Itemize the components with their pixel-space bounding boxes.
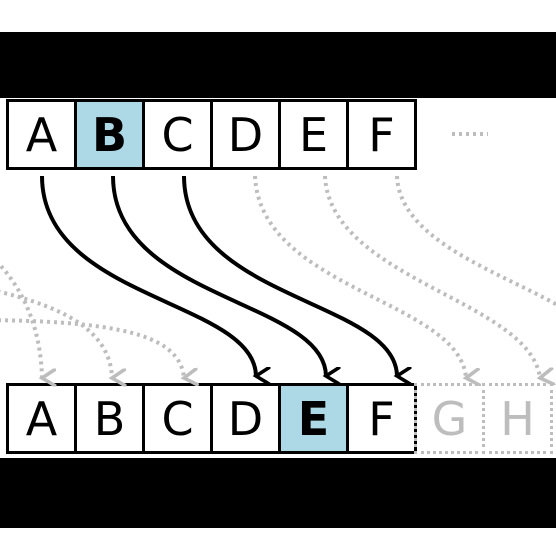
ciphertext-cell-e: E (278, 383, 349, 454)
ciphertext-ghost-cell-h: H (482, 383, 553, 454)
ciphertext-cell-b: B (74, 383, 145, 454)
arrow-down-icon (111, 175, 326, 376)
dotted-arrow-icon (0, 318, 184, 378)
dotted-arrow-icon (0, 262, 42, 378)
plaintext-cell-c: C (142, 99, 213, 170)
top-black-band (0, 32, 556, 98)
ciphertext-row: A B C D E F G H (6, 383, 553, 454)
plaintext-cell-e: E (278, 99, 349, 170)
plaintext-row: A B C D E F (6, 99, 417, 170)
dotted-arrow-icon (0, 289, 112, 378)
ciphertext-cell-c: C (142, 383, 213, 454)
plaintext-cell-d: D (210, 99, 281, 170)
ciphertext-ghost-cell-g: G (414, 383, 485, 454)
bottom-black-band (0, 458, 556, 528)
dotted-arrow-icon (323, 175, 540, 378)
arrow-down-icon (182, 175, 397, 376)
plaintext-cell-f: F (346, 99, 417, 170)
arrow-down-icon (40, 175, 256, 376)
dotted-arrow-icon (395, 175, 556, 307)
dotted-arrow-icon (253, 175, 466, 378)
ciphertext-cell-f: F (346, 383, 417, 454)
plaintext-cell-a: A (6, 99, 77, 170)
